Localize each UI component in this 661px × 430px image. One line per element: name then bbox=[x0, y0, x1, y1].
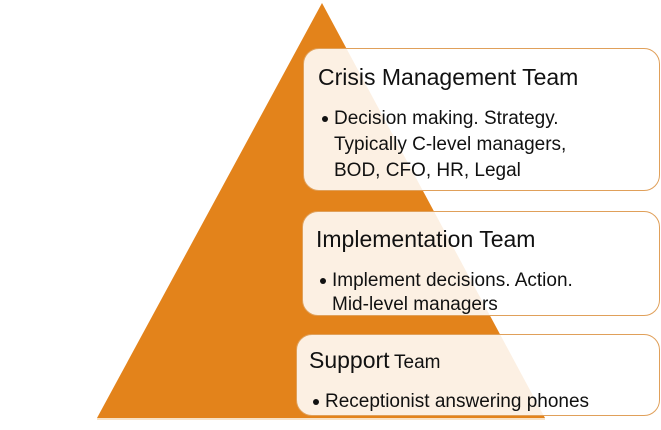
crisis-bullet-line-2: Typically C-level managers, bbox=[334, 134, 567, 155]
support-team-title: Support Team bbox=[309, 347, 440, 374]
support-team-box bbox=[296, 334, 660, 416]
bullet-icon bbox=[313, 399, 319, 405]
crisis-bullet-line-1: Decision making. Strategy. bbox=[334, 108, 559, 129]
support-bullet-line-1: Receptionist answering phones bbox=[325, 391, 590, 412]
crisis-bullet-line-3: BOD, CFO, HR, Legal bbox=[334, 160, 521, 181]
support-title-main: Support bbox=[309, 347, 390, 373]
implementation-bullet-line-2: Mid-level managers bbox=[332, 294, 498, 315]
crisis-management-team-box bbox=[303, 48, 660, 191]
support-title-suffix: Team bbox=[394, 352, 441, 373]
implementation-team-box bbox=[302, 211, 660, 316]
implementation-bullet-line-1: Implement decisions. Action. bbox=[332, 270, 573, 291]
crisis-management-team-title: Crisis Management Team bbox=[318, 64, 579, 90]
bullet-icon bbox=[322, 116, 328, 122]
implementation-team-title: Implementation Team bbox=[316, 226, 536, 252]
bullet-icon bbox=[320, 278, 326, 284]
